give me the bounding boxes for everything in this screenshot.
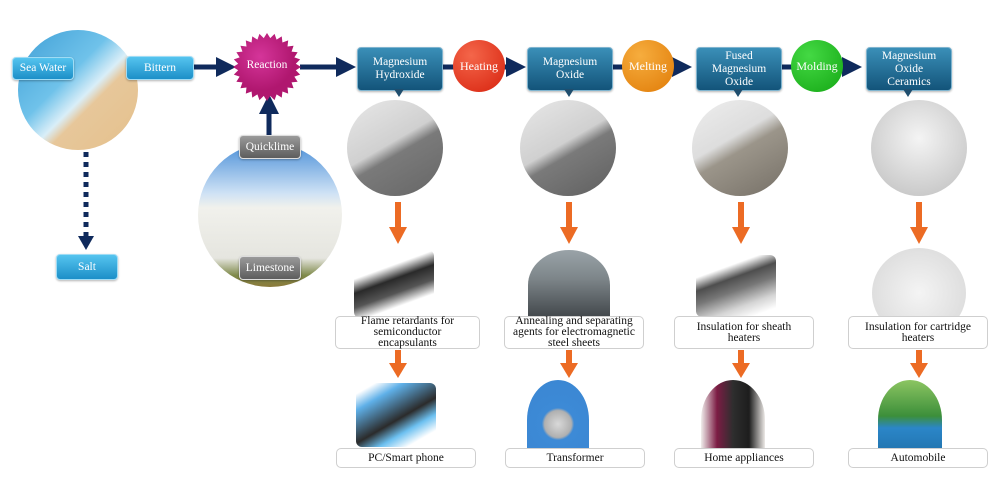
reaction-starburst bbox=[233, 33, 301, 101]
semiconductor-chip-photo bbox=[354, 250, 434, 318]
step-heating: Heating bbox=[453, 40, 505, 92]
step-label: Molding bbox=[796, 58, 838, 73]
limestone-label: Limestone bbox=[245, 261, 295, 274]
fused-magnesium-oxide-photo bbox=[692, 100, 788, 196]
transformer-photo bbox=[527, 380, 589, 460]
arrowhead-salt bbox=[78, 236, 94, 250]
magnesium-oxide-photo bbox=[520, 100, 616, 196]
automobile-photo bbox=[878, 380, 942, 460]
magnesium-hydroxide-photo bbox=[347, 100, 443, 196]
end-use-label: Transformer bbox=[505, 448, 645, 468]
reaction-starburst-shape bbox=[233, 33, 301, 101]
orange-arrow-down-icon bbox=[389, 202, 407, 244]
sea-water-box: Sea Water bbox=[12, 57, 74, 80]
limestone-box: Limestone bbox=[239, 256, 301, 280]
pointer-icon bbox=[564, 89, 574, 97]
step-label: Melting bbox=[629, 58, 667, 73]
orange-arrow-down-icon bbox=[389, 350, 407, 378]
pointer-icon bbox=[903, 89, 913, 97]
home-appliances-photo bbox=[701, 380, 765, 460]
reaction-label: Reaction bbox=[246, 59, 288, 71]
sheath-heater-photo bbox=[696, 255, 776, 317]
orange-arrow-down-icon bbox=[560, 202, 578, 244]
steel-sheet-photo bbox=[528, 250, 610, 320]
orange-arrow-down-icon bbox=[910, 350, 928, 378]
orange-arrow-down-icon bbox=[560, 350, 578, 378]
quicklime-label: Quicklime bbox=[245, 140, 295, 153]
pc-smartphone-photo bbox=[356, 383, 436, 447]
end-use-label: Automobile bbox=[848, 448, 988, 468]
bittern-label: Bittern bbox=[144, 61, 176, 74]
bittern-box: Bittern bbox=[126, 56, 194, 80]
end-use-label: PC/Smart phone bbox=[336, 448, 476, 468]
pointer-icon bbox=[733, 89, 743, 97]
orange-arrow-down-icon bbox=[732, 350, 750, 378]
orange-arrow-down-icon bbox=[910, 202, 928, 244]
salt-label: Salt bbox=[78, 260, 96, 273]
quicklime-box: Quicklime bbox=[239, 135, 301, 159]
sea-water-photo bbox=[18, 30, 138, 150]
salt-box: Salt bbox=[56, 254, 118, 280]
step-melting: Melting bbox=[622, 40, 674, 92]
step-label: Heating bbox=[460, 58, 498, 73]
step-molding: Molding bbox=[791, 40, 843, 92]
orange-arrow-down-icon bbox=[732, 202, 750, 244]
sea-water-label: Sea Water bbox=[19, 62, 67, 74]
ceramics-photo bbox=[871, 100, 967, 196]
end-use-label: Home appliances bbox=[674, 448, 814, 468]
pointer-icon bbox=[394, 89, 404, 97]
